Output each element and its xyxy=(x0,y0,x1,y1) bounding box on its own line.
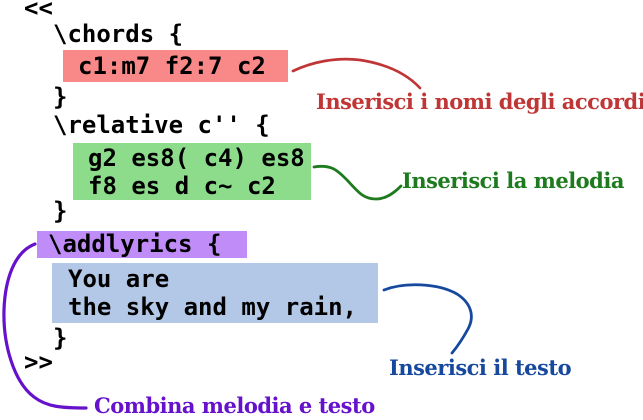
code-melody-line-2: f8 es d c~ c2 xyxy=(88,171,276,200)
code-chords-open: \chords { xyxy=(53,20,184,48)
code-addlyrics-open: \addlyrics { xyxy=(48,230,222,258)
melody-highlight-box: g2 es8( c4) es8 f8 es d c~ c2 xyxy=(73,143,311,200)
annotation-melody: Inserisci la melodia xyxy=(402,168,624,193)
annotation-lyrics: Inserisci il testo xyxy=(389,355,572,380)
chords-connector-line xyxy=(291,57,422,90)
lyrics-highlight-box: You are the sky and my rain, xyxy=(52,263,378,323)
code-close-angle: >> xyxy=(24,348,53,376)
code-melody-line-1: g2 es8( c4) es8 xyxy=(88,143,305,172)
melody-connector-line xyxy=(312,164,403,201)
code-close-brace-1: } xyxy=(53,83,68,111)
annotation-chords: Inserisci i nomi degli accordi xyxy=(316,89,643,114)
code-relative-open: \relative c'' { xyxy=(53,111,270,139)
code-chord-names: c1:m7 f2:7 c2 xyxy=(78,52,266,80)
code-lyrics-line-1: You are xyxy=(68,265,170,293)
code-lyrics-line-2: the sky and my rain, xyxy=(68,293,357,321)
code-open-angle: << xyxy=(24,0,53,22)
code-close-brace-3: } xyxy=(53,324,68,352)
code-close-brace-2: } xyxy=(53,197,68,225)
lyrics-connector-line xyxy=(382,283,473,355)
addlyrics-highlight-box: \addlyrics { xyxy=(37,231,247,258)
annotation-combine: Combina melodia e testo xyxy=(94,393,375,418)
chords-highlight-box: c1:m7 f2:7 c2 xyxy=(63,50,288,82)
